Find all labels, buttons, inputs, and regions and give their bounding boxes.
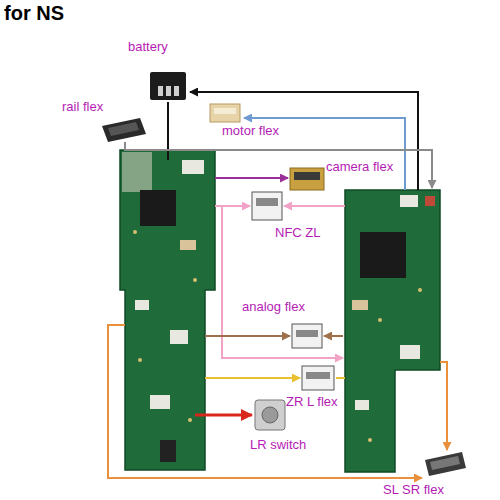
right-circuit-board-part xyxy=(378,318,382,322)
leader-arrows-part xyxy=(167,102,169,160)
motor-flex-connector-part xyxy=(214,108,236,114)
rail-flex-connector-part xyxy=(102,118,146,142)
right-circuit-board-part xyxy=(360,232,406,278)
left-circuit-board-part xyxy=(170,330,188,344)
part-label: battery xyxy=(128,40,168,55)
leader-arrows-part xyxy=(215,177,288,179)
part-label: SL SR flex xyxy=(383,483,444,498)
lr-switch-part xyxy=(262,407,278,423)
right-circuit-board xyxy=(345,190,440,472)
leader-arrows-part xyxy=(324,335,343,337)
right-circuit-board-part xyxy=(352,300,368,310)
left-circuit-board-part xyxy=(120,150,215,470)
camera-flex-connector-part xyxy=(294,172,320,180)
part-label: analog flex xyxy=(242,300,305,315)
leader-arrows xyxy=(108,92,447,478)
leader-arrows-part xyxy=(215,205,250,207)
battery-connector-part xyxy=(174,86,179,96)
battery-connector-part xyxy=(158,86,163,96)
left-circuit-board-part xyxy=(122,152,152,192)
camera-flex-connector-part xyxy=(290,168,324,190)
left-circuit-board-part xyxy=(188,418,192,422)
analog-flex-connector-part xyxy=(296,330,318,337)
right-circuit-board-part xyxy=(400,195,418,207)
left-circuit-board-part xyxy=(138,358,142,362)
left-circuit-board-part xyxy=(160,440,176,462)
analog-flex-connector-part xyxy=(292,324,322,348)
left-circuit-board-part xyxy=(182,160,204,174)
right-circuit-board-part xyxy=(368,438,372,442)
leader-arrows-part xyxy=(336,377,345,379)
zr-l-flex-connector-part xyxy=(306,372,330,379)
leader-arrows-part xyxy=(108,325,422,478)
part-label: rail flex xyxy=(62,100,103,115)
lr-switch xyxy=(255,400,285,430)
leader-arrows-part xyxy=(205,377,300,379)
leader-arrows-part xyxy=(205,335,290,337)
nfc-zl-connector-part xyxy=(252,192,282,220)
lr-switch-part xyxy=(255,400,285,430)
leader-arrows-part xyxy=(195,414,252,417)
part-label: camera flex xyxy=(326,160,393,175)
part-label: motor flex xyxy=(222,124,279,139)
sl-sr-flex-connector xyxy=(425,452,466,476)
battery-connector-part xyxy=(150,72,186,100)
leader-arrows-part xyxy=(440,362,447,450)
right-circuit-board-part xyxy=(355,400,369,410)
left-circuit-board-part xyxy=(140,190,176,226)
part-label: NFC ZL xyxy=(275,226,321,241)
battery-connector xyxy=(150,72,186,100)
rail-flex-connector xyxy=(102,118,146,142)
left-circuit-board xyxy=(120,150,215,470)
zr-l-flex-connector-part xyxy=(302,366,334,390)
left-circuit-board-part xyxy=(150,395,170,409)
part-label: ZR L flex xyxy=(286,395,338,410)
left-circuit-board-part xyxy=(133,230,137,234)
analog-flex-connector xyxy=(292,324,322,348)
right-circuit-board-part xyxy=(418,288,422,292)
part-label: LR switch xyxy=(250,438,306,453)
right-circuit-board-part xyxy=(400,345,420,359)
zr-l-flex-connector xyxy=(302,366,334,390)
nfc-zl-connector xyxy=(252,192,282,220)
motor-flex-connector xyxy=(210,104,240,122)
left-circuit-board-part xyxy=(135,300,149,310)
right-circuit-board-part xyxy=(345,190,440,472)
leader-arrows-part xyxy=(284,205,345,207)
camera-flex-connector xyxy=(290,168,324,190)
left-circuit-board-part xyxy=(180,240,196,250)
sl-sr-flex-connector-part xyxy=(425,452,466,476)
battery-connector-part xyxy=(166,86,171,96)
right-circuit-board-part xyxy=(425,196,435,206)
diagram-title: for NS xyxy=(4,2,64,25)
sl-sr-flex-connector-part xyxy=(430,456,460,470)
leader-arrows-part xyxy=(190,92,418,190)
leader-arrows-part xyxy=(125,142,432,188)
motor-flex-connector-part xyxy=(210,104,240,122)
left-circuit-board-part xyxy=(193,278,197,282)
rail-flex-connector-part xyxy=(108,122,139,136)
nfc-zl-connector-part xyxy=(256,198,278,206)
